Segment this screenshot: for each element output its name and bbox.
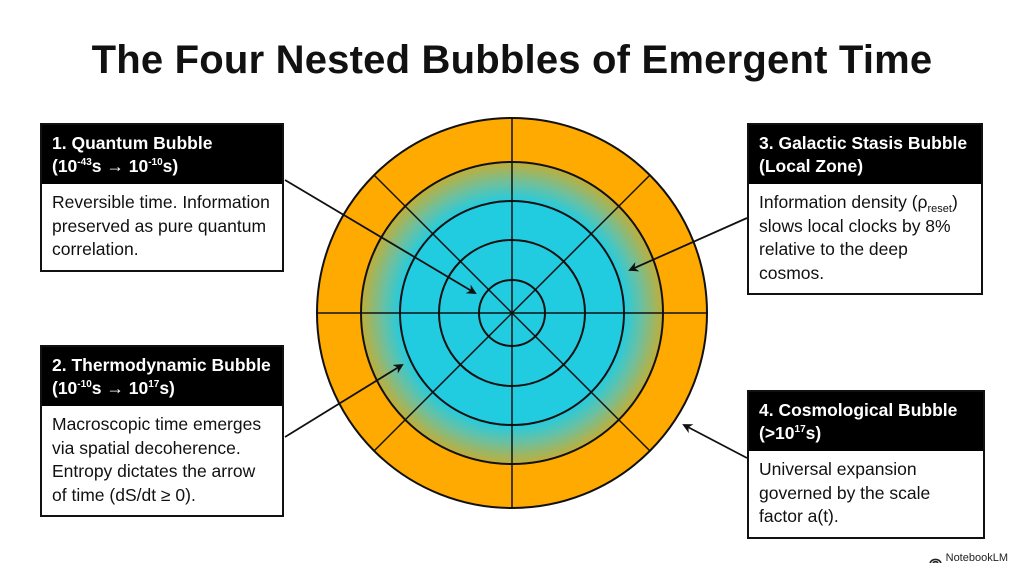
arrow-galactic	[628, 217, 748, 272]
card-body: Macroscopic time emerges via spatial dec…	[52, 414, 262, 505]
card-range: (>1017s)	[759, 423, 822, 443]
card-header: 2. Thermodynamic Bubble (10-10s → 1017s)	[42, 347, 282, 406]
card-title: 4. Cosmological Bubble	[759, 400, 958, 420]
card-title: 1. Quantum Bubble	[52, 133, 213, 153]
notebooklm-logo-icon	[928, 558, 942, 563]
card-header: 4. Cosmological Bubble (>1017s)	[749, 392, 983, 451]
card-subtitle: (Local Zone)	[759, 156, 864, 176]
card-header: 3. Galactic Stasis Bubble (Local Zone)	[749, 125, 981, 184]
card-body: Information density (ρreset) slows local…	[759, 192, 958, 283]
logo-text: NotebookLM	[945, 552, 1008, 564]
thermodynamic-bubble-card: 2. Thermodynamic Bubble (10-10s → 1017s)…	[40, 345, 284, 517]
cosmological-bubble-card: 4. Cosmological Bubble (>1017s) Universa…	[747, 390, 985, 539]
galactic-stasis-bubble-card: 3. Galactic Stasis Bubble (Local Zone) I…	[747, 123, 983, 295]
notebooklm-logo: NotebookLM	[928, 552, 1008, 564]
callout-arrows	[284, 179, 748, 459]
card-range: (10-43s → 10-10s)	[52, 156, 179, 176]
arrow-thermodynamic	[284, 363, 404, 438]
arrow-cosmological	[682, 424, 748, 459]
card-title: 3. Galactic Stasis Bubble	[759, 133, 968, 153]
card-body: Universal expansion governed by the scal…	[759, 459, 931, 526]
quantum-bubble-card: 1. Quantum Bubble (10-43s → 10-10s) Reve…	[40, 123, 284, 272]
card-header: 1. Quantum Bubble (10-43s → 10-10s)	[42, 125, 282, 184]
page-title: The Four Nested Bubbles of Emergent Time	[91, 38, 933, 82]
card-body: Reversible time. Information preserved a…	[52, 192, 270, 259]
arrow-quantum	[284, 179, 477, 295]
card-range: (10-10s → 1017s)	[52, 378, 175, 398]
spokes	[317, 118, 707, 508]
card-title: 2. Thermodynamic Bubble	[52, 355, 271, 375]
